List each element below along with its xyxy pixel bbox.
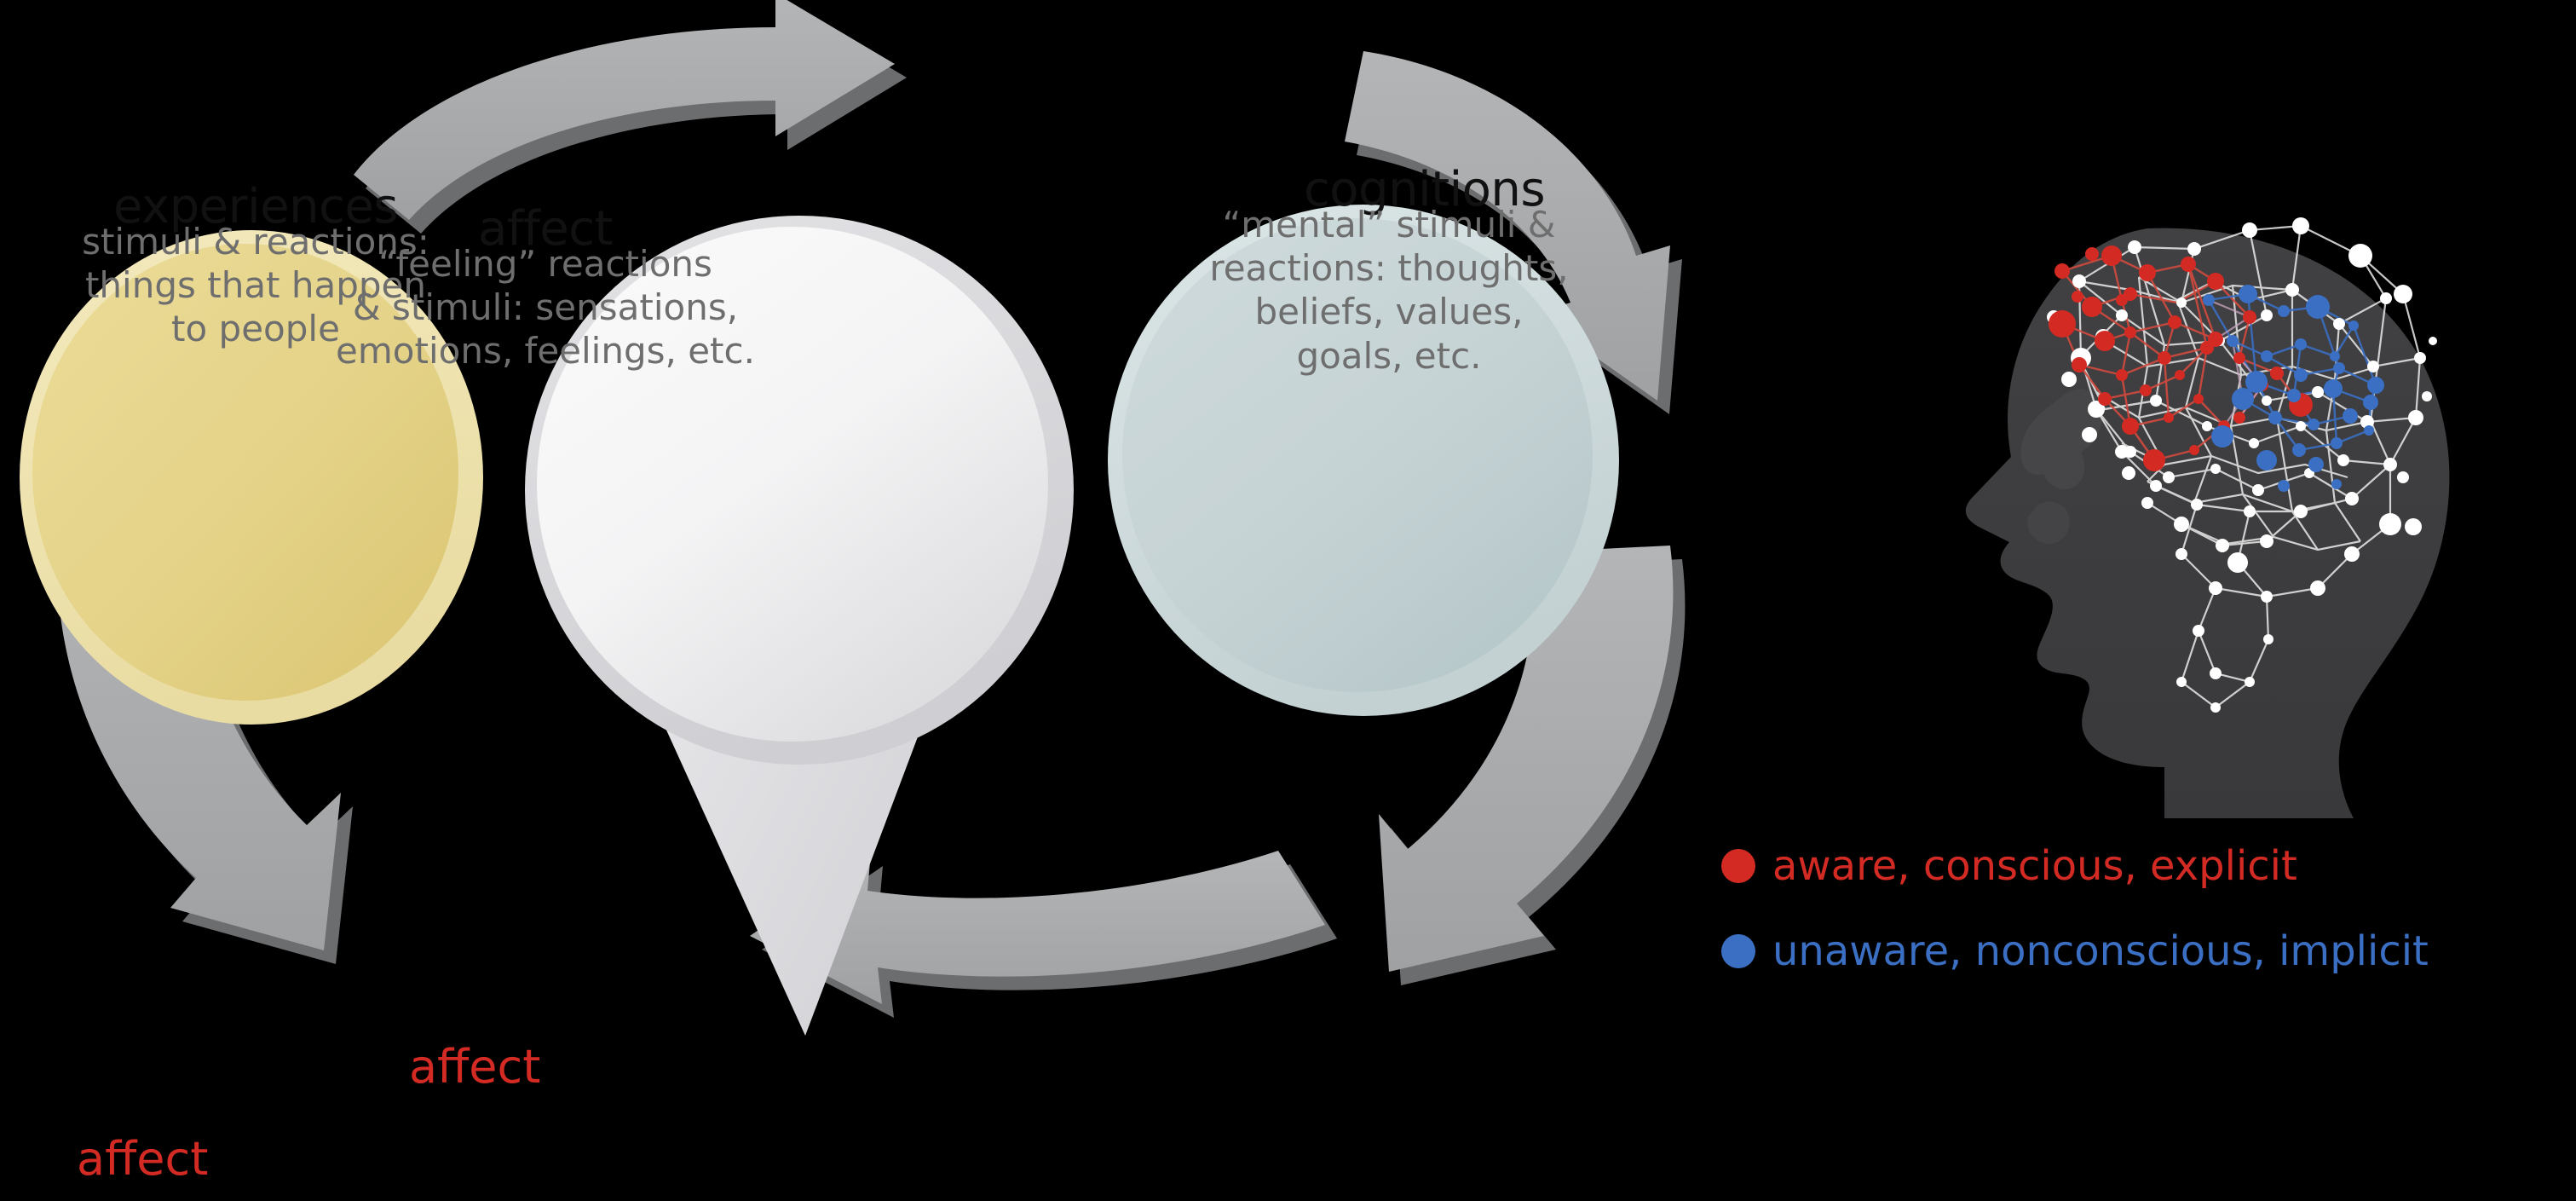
bubble-title-experiences: experiences: [112, 179, 399, 234]
legend-dot-red: [1721, 849, 1755, 883]
bubble-experiences[interactable]: [20, 230, 483, 725]
legend-dot-blue: [1721, 934, 1755, 968]
legend: aware, conscious, explicit unaware, nonc…: [1721, 840, 2576, 1010]
bubble-body-affect: “feeling” reactions & stimuli: sensation…: [336, 243, 755, 372]
legend-item-aware[interactable]: aware, conscious, explicit: [1721, 840, 2576, 892]
network-nodes-blue: [2203, 285, 2384, 492]
legend-label-unaware: unaware, nonconscious, implicit: [1772, 927, 2429, 975]
bubble-body-experiences: stimuli & reactions: things that happen …: [82, 221, 429, 350]
loose-label-affect-upper: affect: [409, 1040, 541, 1094]
arrow-bottom: [750, 851, 1325, 1004]
bubble-body-cognitions: “mental” stimuli & reactions: thoughts, …: [1209, 204, 1569, 377]
legend-label-aware: aware, conscious, explicit: [1772, 842, 2297, 890]
arrow-right: [1379, 546, 1674, 972]
legend-item-unaware[interactable]: unaware, nonconscious, implicit: [1721, 925, 2576, 978]
bubble-cognitions[interactable]: [1108, 205, 1619, 716]
bubble-title-cognitions: cognitions: [1304, 162, 1546, 217]
network-nodes-red: [2049, 245, 2313, 471]
loose-label-affect-lower: affect: [77, 1132, 209, 1186]
network-nodes-white: [2047, 217, 2437, 713]
arrow-top-left: [354, 0, 895, 220]
bubble-affect[interactable]: [525, 216, 1074, 765]
affect-funnel: [656, 707, 929, 1036]
arrows: [56, 0, 1674, 1004]
bubble-title-affect: affect: [478, 201, 613, 257]
arrow-top-right: [1345, 51, 1670, 401]
